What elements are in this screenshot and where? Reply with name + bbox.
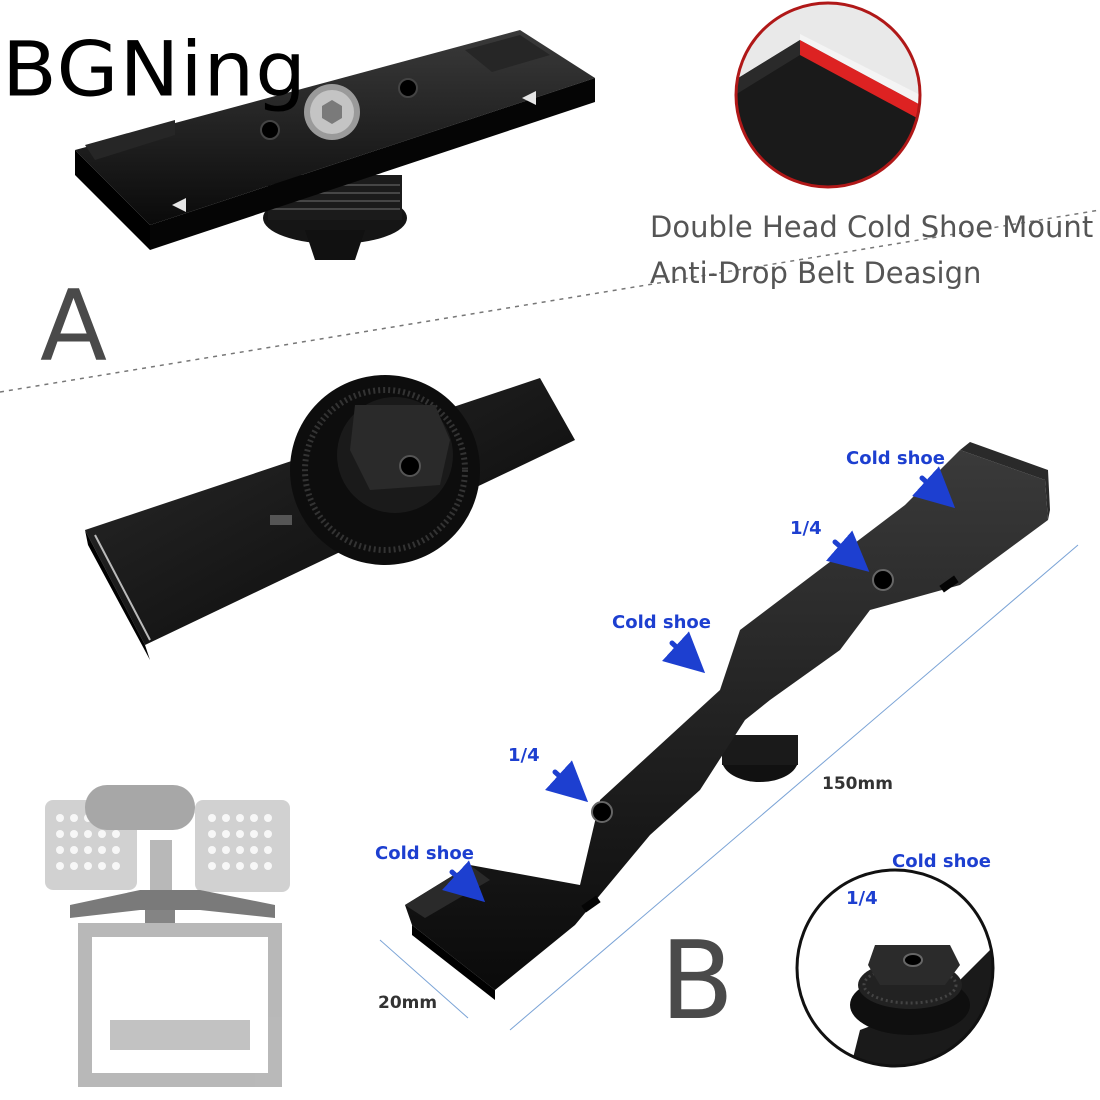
section-label-b: B	[660, 919, 735, 1044]
mount-a-bottom-view	[85, 375, 575, 660]
dimension-length: 150mm	[822, 774, 893, 794]
callout-quarter-lower: 1/4	[508, 745, 540, 766]
feature-line-anti-drop: Anti-Drop Belt Deasign	[650, 256, 982, 290]
dimension-line-length	[509, 544, 1079, 1031]
hot-shoe-detail-zoom	[795, 868, 995, 1068]
anti-drop-zoom	[734, 1, 922, 189]
callout-zoom-quarter: 1/4	[846, 888, 878, 909]
rig-with-lights-photo	[45, 785, 290, 1087]
callout-cold-shoe-mid: Cold shoe	[612, 612, 711, 633]
section-divider	[0, 209, 1100, 393]
callout-cold-shoe-bottom: Cold shoe	[375, 843, 474, 864]
callout-zoom-cold-shoe: Cold shoe	[892, 851, 991, 872]
dimension-line-width	[379, 939, 469, 1019]
section-label-a: A	[40, 270, 108, 384]
callout-cold-shoe-top: Cold shoe	[846, 448, 945, 469]
callout-quarter-upper: 1/4	[790, 518, 822, 539]
dimension-width: 20mm	[378, 993, 438, 1013]
mount-a-top-view	[75, 30, 595, 260]
feature-line-double-head: Double Head Cold Shoe Mount	[650, 210, 1094, 244]
brand-logo: BGNing	[2, 25, 308, 114]
